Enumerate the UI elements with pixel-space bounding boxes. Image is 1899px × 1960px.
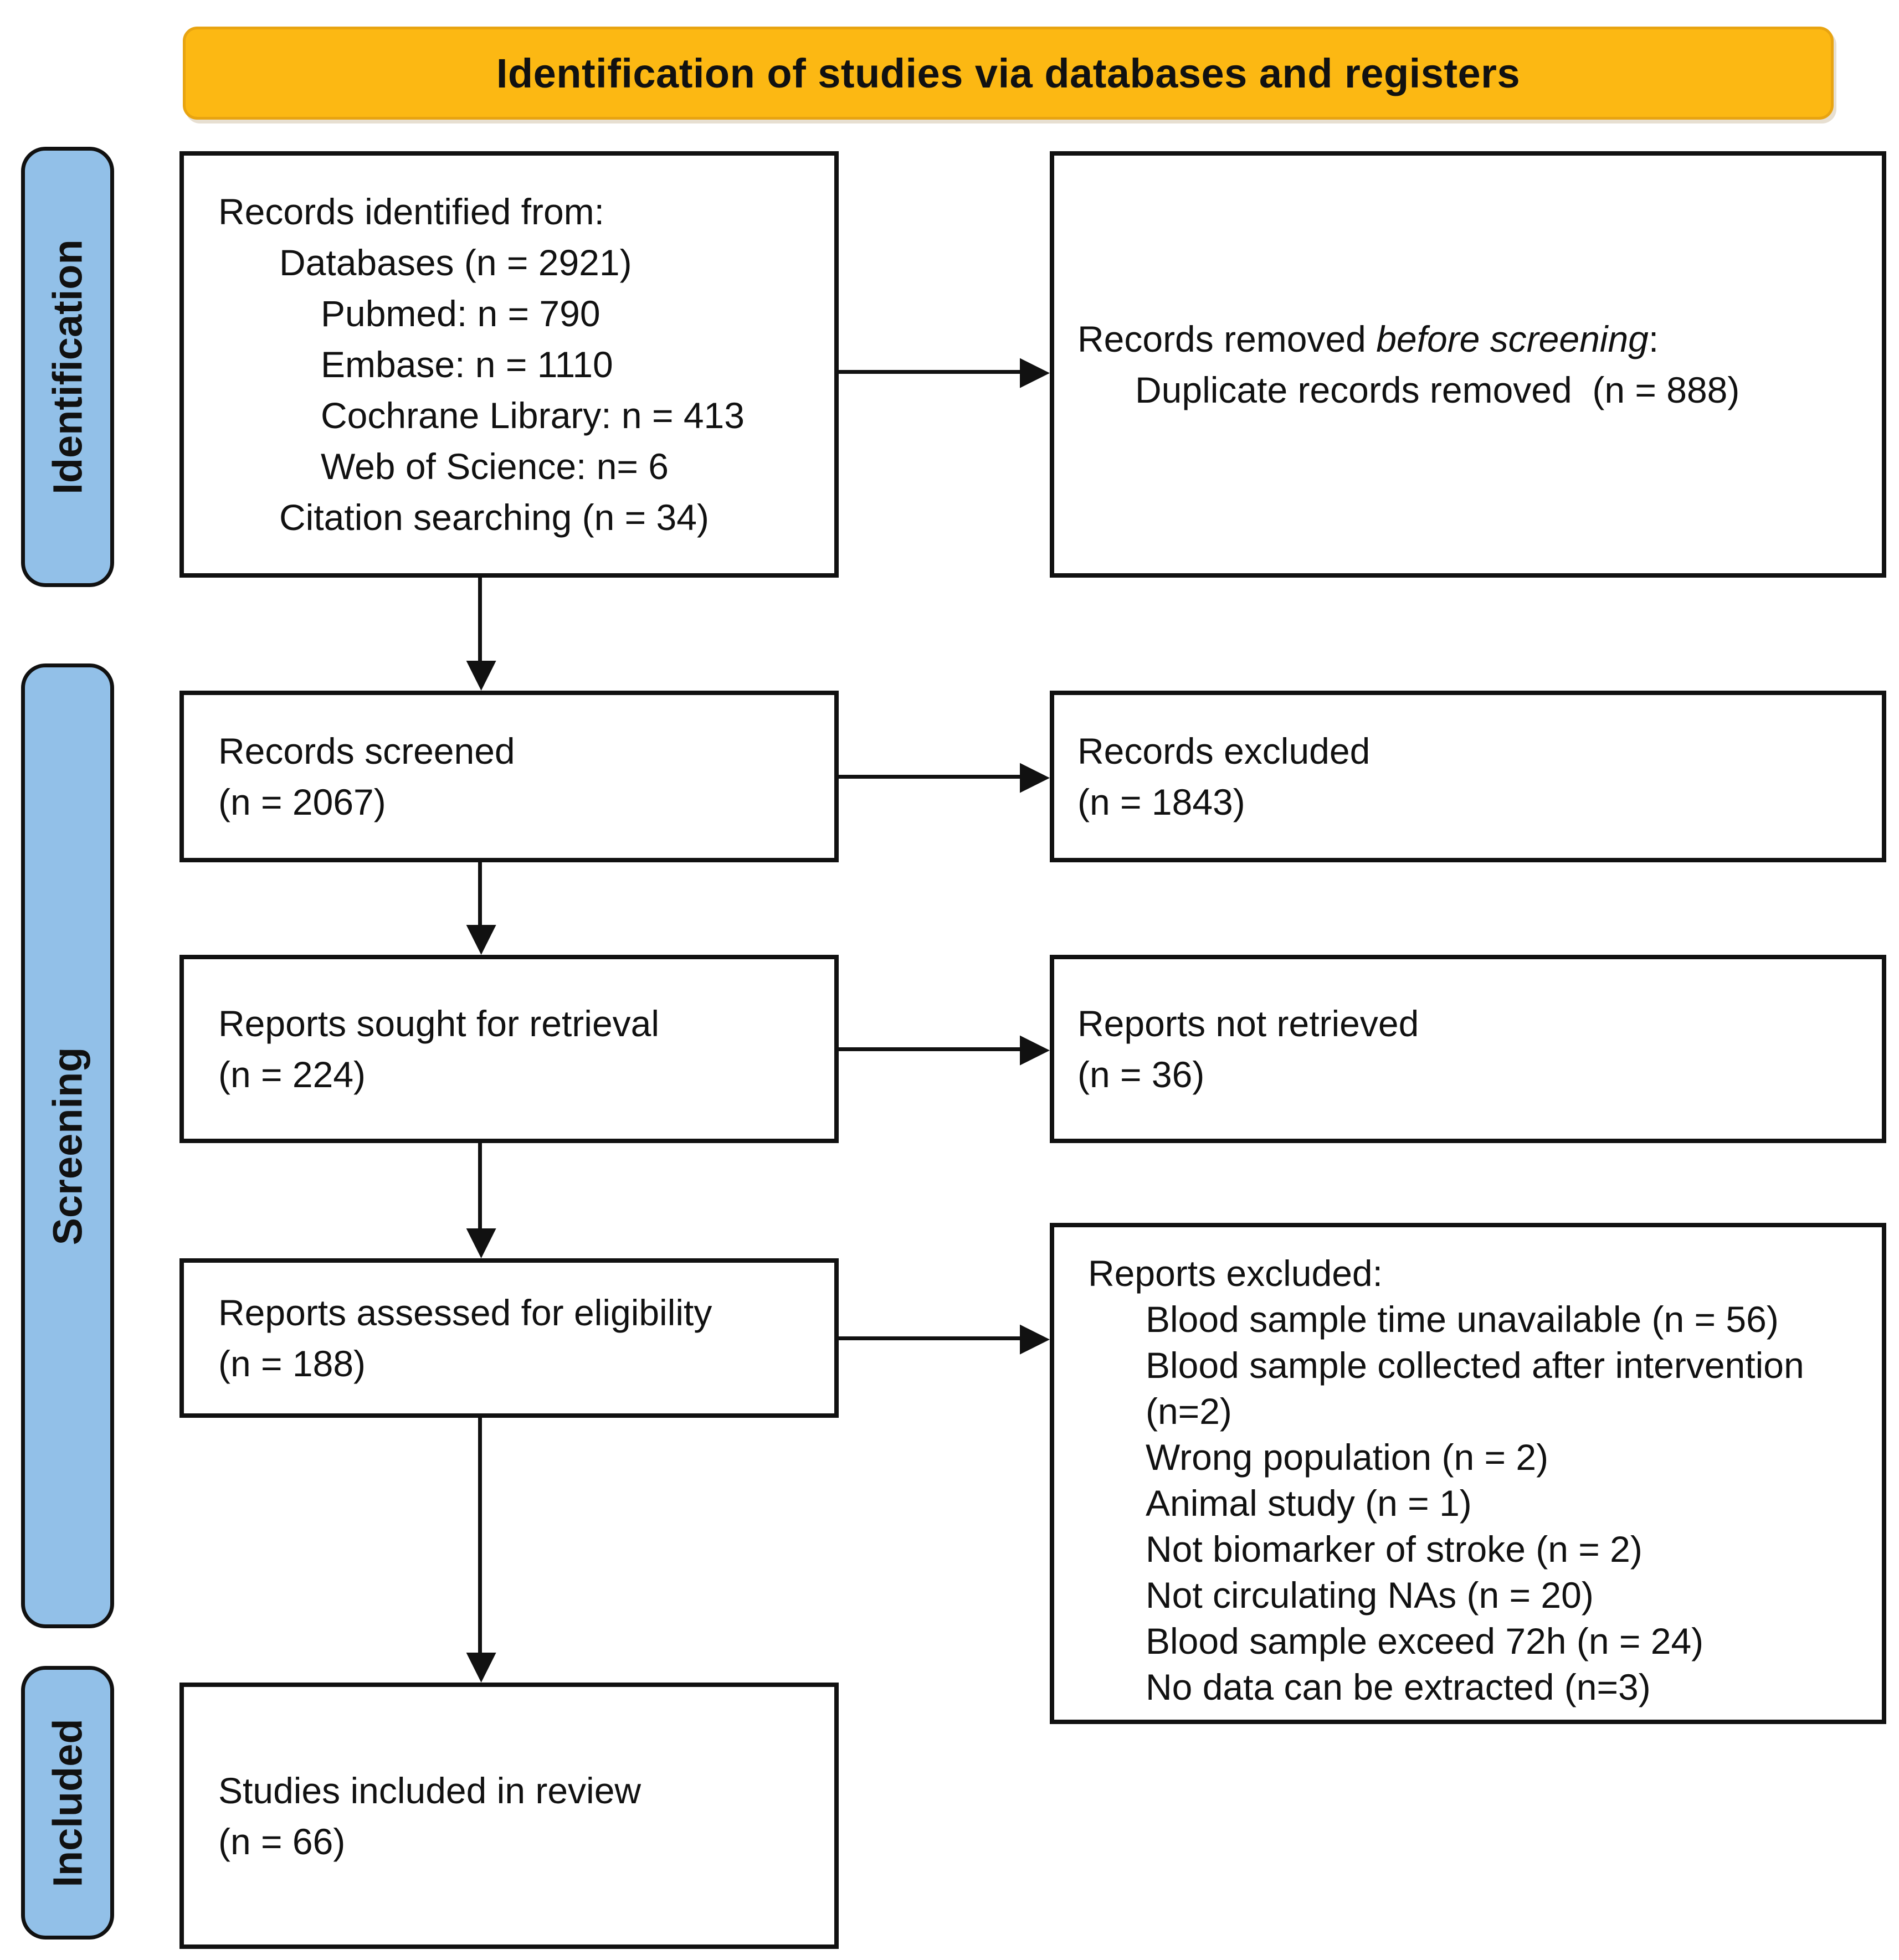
stage-label-included-text: Included (44, 1718, 91, 1887)
records-removed-heading-italic: before screening (1376, 318, 1649, 359)
box-studies-included: Studies included in review (n = 66) (179, 1683, 839, 1949)
records-excluded-count: (n = 1843) (1077, 781, 1245, 822)
box-reports-not-retrieved: Reports not retrieved (n = 36) (1050, 955, 1886, 1143)
records-identified-web-of-science: Web of Science: n= 6 (321, 446, 669, 487)
box-reports-sought: Reports sought for retrieval (n = 224) (179, 955, 839, 1143)
box-records-screened: Records screened (n = 2067) (179, 691, 839, 862)
reports-assessed-count: (n = 188) (218, 1343, 366, 1384)
records-excluded-label: Records excluded (1077, 731, 1371, 771)
studies-included-count: (n = 66) (218, 1820, 346, 1862)
box-records-identified: Records identified from: Databases (n = … (179, 151, 839, 578)
arrow-sought-to-not-retrieved (839, 1047, 1050, 1051)
records-removed-heading-post: : (1648, 318, 1659, 359)
stage-label-identification-text: Identification (44, 239, 91, 495)
records-screened-count: (n = 2067) (218, 781, 386, 822)
reports-excluded-heading: Reports excluded: (1088, 1253, 1383, 1294)
exclusion-reason: Blood sample time unavailable (n = 56) (1146, 1299, 1779, 1340)
studies-included-label: Studies included in review (218, 1769, 641, 1811)
records-identified-heading: Records identified from: (218, 191, 604, 232)
banner: Identification of studies via databases … (183, 27, 1834, 120)
records-screened-label: Records screened (218, 731, 515, 771)
reports-not-retrieved-count: (n = 36) (1077, 1054, 1205, 1095)
arrow-identified-to-screened (478, 578, 482, 691)
reports-sought-label: Reports sought for retrieval (218, 1003, 660, 1044)
arrow-sought-to-assessed (478, 1143, 482, 1258)
arrow-screened-to-sought (478, 862, 482, 955)
exclusion-reason: Animal study (n = 1) (1146, 1483, 1472, 1524)
exclusion-reason: Blood sample collected after interventio… (1146, 1345, 1815, 1432)
exclusion-reason: Blood sample exceed 72h (n = 24) (1146, 1621, 1704, 1661)
box-reports-excluded: Reports excluded: Blood sample time unav… (1050, 1223, 1886, 1724)
stage-label-screening-text: Screening (44, 1047, 91, 1245)
reports-assessed-label: Reports assessed for eligibility (218, 1292, 712, 1333)
records-identified-pubmed: Pubmed: n = 790 (321, 293, 601, 334)
stage-label-included: Included (21, 1666, 114, 1940)
records-identified-databases: Databases (n = 2921) (279, 242, 632, 283)
arrow-screened-to-excluded (839, 775, 1050, 779)
stage-label-identification: Identification (21, 147, 114, 587)
exclusion-reason: No data can be extracted (n=3) (1146, 1666, 1651, 1707)
exclusion-reason: Not biomarker of stroke (n = 2) (1146, 1529, 1643, 1570)
exclusion-reason: Wrong population (n = 2) (1146, 1437, 1549, 1478)
records-identified-citation-searching: Citation searching (n = 34) (279, 497, 709, 538)
records-removed-heading: Records removed before screening: (1077, 313, 1871, 364)
arrow-assessed-to-reports-excluded (839, 1336, 1050, 1340)
arrow-assessed-to-included (478, 1418, 482, 1683)
records-identified-embase: Embase: n = 1110 (321, 344, 613, 385)
arrow-identified-to-removed (839, 370, 1050, 374)
stage-label-screening: Screening (21, 663, 114, 1628)
reports-sought-count: (n = 224) (218, 1054, 366, 1095)
duplicate-records-removed: Duplicate records removed (n = 888) (1135, 369, 1740, 410)
box-records-removed: Records removed before screening: Duplic… (1050, 151, 1886, 578)
box-reports-assessed: Reports assessed for eligibility (n = 18… (179, 1258, 839, 1418)
reports-not-retrieved-label: Reports not retrieved (1077, 1003, 1419, 1044)
exclusion-reason: Not circulating NAs (n = 20) (1146, 1575, 1594, 1616)
banner-title: Identification of studies via databases … (496, 50, 1521, 96)
records-identified-cochrane: Cochrane Library: n = 413 (321, 395, 745, 436)
records-removed-heading-pre: Records removed (1077, 318, 1377, 359)
box-records-excluded: Records excluded (n = 1843) (1050, 691, 1886, 862)
